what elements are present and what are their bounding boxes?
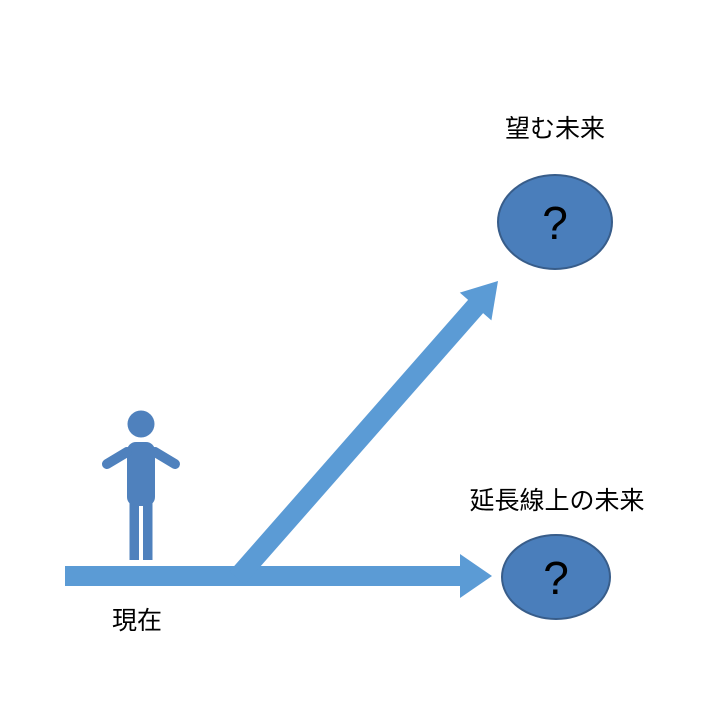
present-label: 現在 [112,607,162,635]
extension-future-label: 延長線上の未来 [469,487,644,515]
desired-future-label: 望む未来 [505,115,605,143]
extension-future-question-mark: ? [543,552,569,604]
person-left-leg [129,502,139,560]
extension-future-ellipse [501,534,611,620]
person-right-arm [150,447,180,469]
person-right-leg [143,502,153,560]
desired-future-ellipse [497,174,613,270]
horizontal-arrow [65,554,492,598]
person-figure [102,410,180,560]
person-torso [127,442,155,506]
desired-future-question-mark: ? [542,197,568,249]
diagonal-arrow [229,281,498,585]
person-left-arm [102,447,132,469]
person-head [127,410,155,438]
